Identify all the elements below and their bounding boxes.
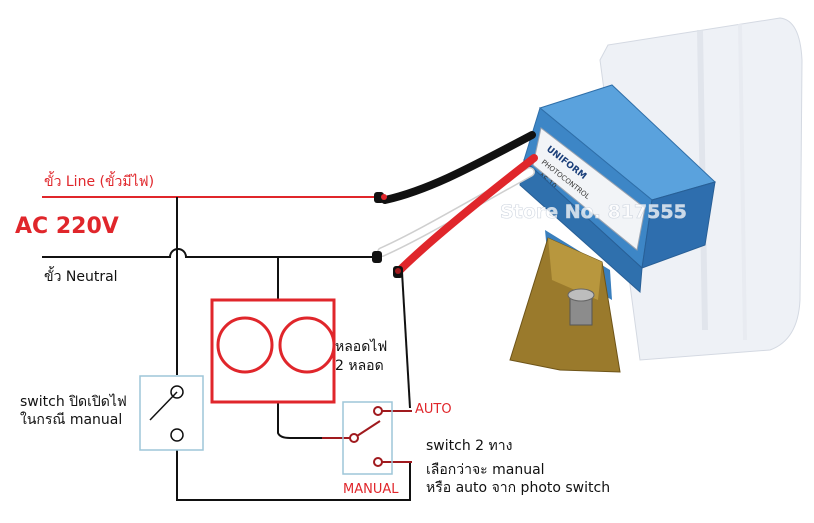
main-wiring bbox=[42, 196, 411, 501]
lamp-return-wire bbox=[277, 402, 322, 439]
terminal-line bbox=[374, 192, 384, 203]
two-way-switch-label-line3: หรือ auto จาก photo switch bbox=[426, 480, 611, 496]
lamp-2 bbox=[278, 316, 336, 374]
manual-bottom-wire bbox=[176, 450, 411, 501]
manual-label: MANUAL bbox=[343, 482, 399, 497]
line-terminal-label: ขั้ว Line (ขั้วมีไฟ) bbox=[44, 174, 155, 190]
auto-label: AUTO bbox=[415, 402, 452, 417]
manual-switch-box bbox=[139, 375, 204, 451]
terminals bbox=[372, 192, 403, 278]
two-way-switch-label-line2: เลือกว่าจะ manual bbox=[426, 462, 545, 478]
auto-wire bbox=[401, 271, 411, 409]
lamps bbox=[210, 298, 336, 404]
photo-switch-device: UNIFORM PHOTOCONTROL AS-10 Store No. 817… bbox=[500, 17, 803, 373]
terminal-neutral bbox=[372, 251, 382, 263]
watermark-text: Store No. 817555 bbox=[500, 201, 687, 223]
lamps-label-line2: 2 หลอด bbox=[335, 358, 384, 374]
manual-switch-label-line1: switch ปิดเปิดไฟ bbox=[20, 394, 127, 410]
two-way-switch bbox=[342, 401, 393, 475]
manual-switch bbox=[139, 375, 204, 451]
manual-switch-label-line2: ในกรณี manual bbox=[20, 412, 123, 428]
two-way-switch-box bbox=[342, 401, 393, 475]
neutral-terminal-label: ขั้ว Neutral bbox=[44, 269, 118, 285]
two-way-switch-label-line1: switch 2 ทาง bbox=[426, 438, 513, 454]
voltage-label: AC 220V bbox=[15, 214, 119, 239]
device-wires bbox=[377, 131, 538, 276]
lamp-1 bbox=[216, 316, 274, 374]
lamps-label-line1: หลอดไฟ bbox=[335, 339, 388, 355]
neutral-wire bbox=[42, 248, 378, 258]
two-way-wiring bbox=[322, 410, 412, 463]
